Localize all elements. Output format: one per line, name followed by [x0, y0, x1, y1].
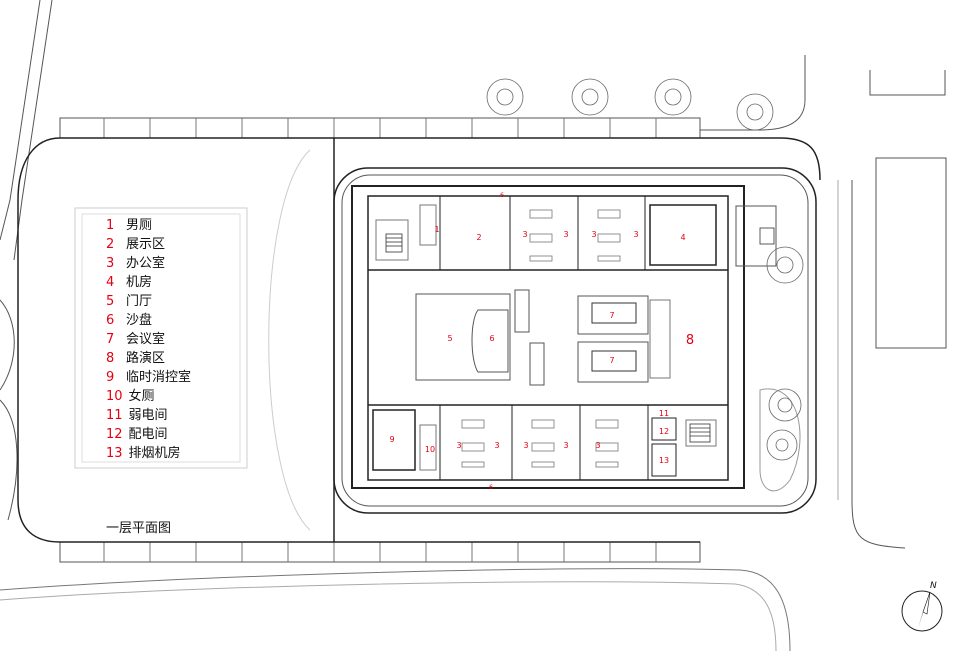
site-boundary-left: [17, 137, 700, 543]
legend-item: 10 女厕: [106, 387, 246, 406]
room-mark: 9: [389, 435, 394, 444]
legend-item: 2 展示区: [106, 235, 246, 254]
svg-text:N: N: [930, 581, 937, 591]
room-mark: 2: [476, 233, 481, 242]
legend-label: 沙盘: [126, 313, 153, 328]
legend-label: 女厕: [128, 389, 155, 404]
legend-item: 9 临时消控室: [106, 368, 246, 387]
room-mark: 3: [456, 441, 461, 450]
tree: [768, 388, 802, 422]
road-bottom: [0, 568, 791, 651]
legend-label: 男厕: [126, 218, 153, 233]
building-podium: [333, 167, 817, 514]
plaza-outer: [74, 207, 248, 469]
road-right: [851, 180, 906, 549]
road-right-corner: [869, 70, 946, 96]
room-mark: 6: [500, 192, 504, 199]
legend-label: 临时消控室: [126, 370, 192, 385]
legend-item: 13 排烟机房: [106, 444, 246, 463]
room-mark: 3: [523, 441, 528, 450]
legend-label: 门厅: [126, 294, 153, 309]
legend-number: 3: [106, 256, 115, 271]
site-boundary: [60, 137, 821, 181]
legend-number: 10: [106, 389, 123, 404]
legend-item: 1 男厕: [106, 216, 246, 235]
legend-label: 弱电间: [128, 408, 168, 423]
legend-number: 11: [106, 408, 123, 423]
road-right-top: [700, 55, 806, 131]
road-edge-left-inner: [13, 0, 53, 261]
legend-label: 排烟机房: [128, 446, 181, 461]
legend-item: 5 门厅: [106, 292, 246, 311]
room-mark: 7: [609, 356, 614, 365]
room-mark: 3: [563, 230, 568, 239]
legend-number: 6: [106, 313, 115, 328]
room-mark: 7: [609, 311, 614, 320]
legend-number: 1: [106, 218, 115, 233]
room-mark: 3: [633, 230, 638, 239]
room-mark: 13: [659, 456, 669, 465]
legend-item: 4 机房: [106, 273, 246, 292]
north-arrow-icon: N: [901, 581, 943, 632]
room-mark: 3: [563, 441, 568, 450]
road-curve-left-2: [0, 399, 18, 521]
tree: [766, 246, 804, 284]
road-curve-left: [0, 299, 15, 391]
tree: [766, 429, 798, 461]
legend-number: 8: [106, 351, 115, 366]
legend-label: 会议室: [126, 332, 166, 347]
room-mark: 11: [659, 409, 669, 418]
tree: [571, 78, 609, 116]
legend-label: 配电间: [128, 427, 168, 442]
building-podium-inner: [341, 174, 809, 507]
room-mark: 3: [595, 441, 600, 450]
room-mark: 6: [489, 334, 494, 343]
legend-label: 办公室: [126, 256, 166, 271]
room-mark: 12: [659, 427, 669, 436]
building-outline: [351, 185, 745, 489]
plaza-inner: [81, 213, 241, 463]
legend-number: 7: [106, 332, 115, 347]
legend-label: 展示区: [126, 237, 166, 252]
tree: [654, 78, 692, 116]
legend-number: 12: [106, 427, 123, 442]
legend-number: 5: [106, 294, 115, 309]
legend-item: 6 沙盘: [106, 311, 246, 330]
legend-item: 3 办公室: [106, 254, 246, 273]
road-edge-left: [0, 0, 41, 241]
legend-item: 8 路演区: [106, 349, 246, 368]
legend-number: 9: [106, 370, 115, 385]
legend-item: 11 弱电间: [106, 406, 246, 425]
legend-number: 4: [106, 275, 115, 290]
legend-label: 机房: [126, 275, 153, 290]
building-wall: [367, 195, 729, 481]
room-mark: 3: [522, 230, 527, 239]
room-mark: 5: [447, 334, 452, 343]
room-mark: 4: [680, 233, 685, 242]
tree: [486, 78, 524, 116]
legend-label: 路演区: [126, 351, 166, 366]
plaza-arc: [268, 149, 311, 531]
legend-number: 13: [106, 446, 123, 461]
room-mark: 6: [489, 484, 493, 491]
room-mark: 1: [434, 225, 439, 234]
road-bottom-2: [0, 581, 777, 651]
room-mark: 8: [686, 333, 694, 348]
tree: [736, 93, 774, 131]
plan-title: 一层平面图: [106, 521, 172, 536]
room-mark: 3: [591, 230, 596, 239]
legend-number: 2: [106, 237, 115, 252]
legend-item: 12 配电间: [106, 425, 246, 444]
room-mark: 10: [425, 445, 435, 454]
room-mark: 3: [494, 441, 499, 450]
legend-item: 7 会议室: [106, 330, 246, 349]
